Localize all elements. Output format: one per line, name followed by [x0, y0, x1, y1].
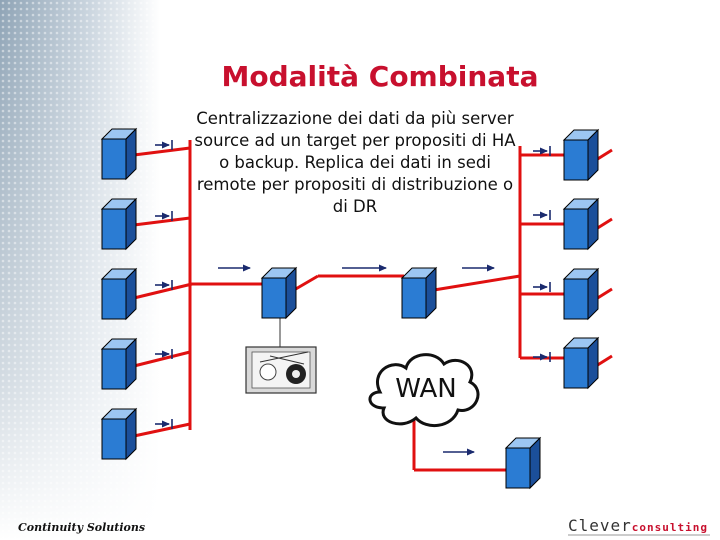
- server-box-icon: [101, 338, 137, 390]
- server-box-icon: [563, 198, 599, 250]
- network-links: [133, 140, 613, 472]
- server-box-icon: [101, 128, 137, 180]
- brand-name: Clever: [568, 516, 632, 535]
- server-box-icon: [563, 268, 599, 320]
- server-box-icon: [563, 337, 599, 389]
- server-box-icon: [101, 198, 137, 250]
- server-box-icon: [563, 129, 599, 181]
- remote-dr-server: [505, 437, 541, 489]
- tape-drive-icon: [245, 346, 317, 394]
- brand-suffix: consulting: [631, 521, 709, 534]
- server-box-icon: [101, 268, 137, 320]
- wan-label: WAN: [395, 374, 457, 404]
- central-target-server: [261, 267, 297, 319]
- brand-logo: Cleverconsulting: [568, 516, 708, 535]
- server-box-icon: [101, 408, 137, 460]
- footer-label: Continuity Solutions: [18, 521, 146, 534]
- wan-cloud-icon: [368, 353, 480, 427]
- replica-server: [401, 267, 437, 319]
- servers-right: [563, 129, 599, 389]
- data-flow-arrows: [155, 140, 550, 456]
- slide-description: Centralizzazione dei dati da più server …: [194, 109, 516, 216]
- slide-title: Modalità Combinata: [221, 60, 539, 93]
